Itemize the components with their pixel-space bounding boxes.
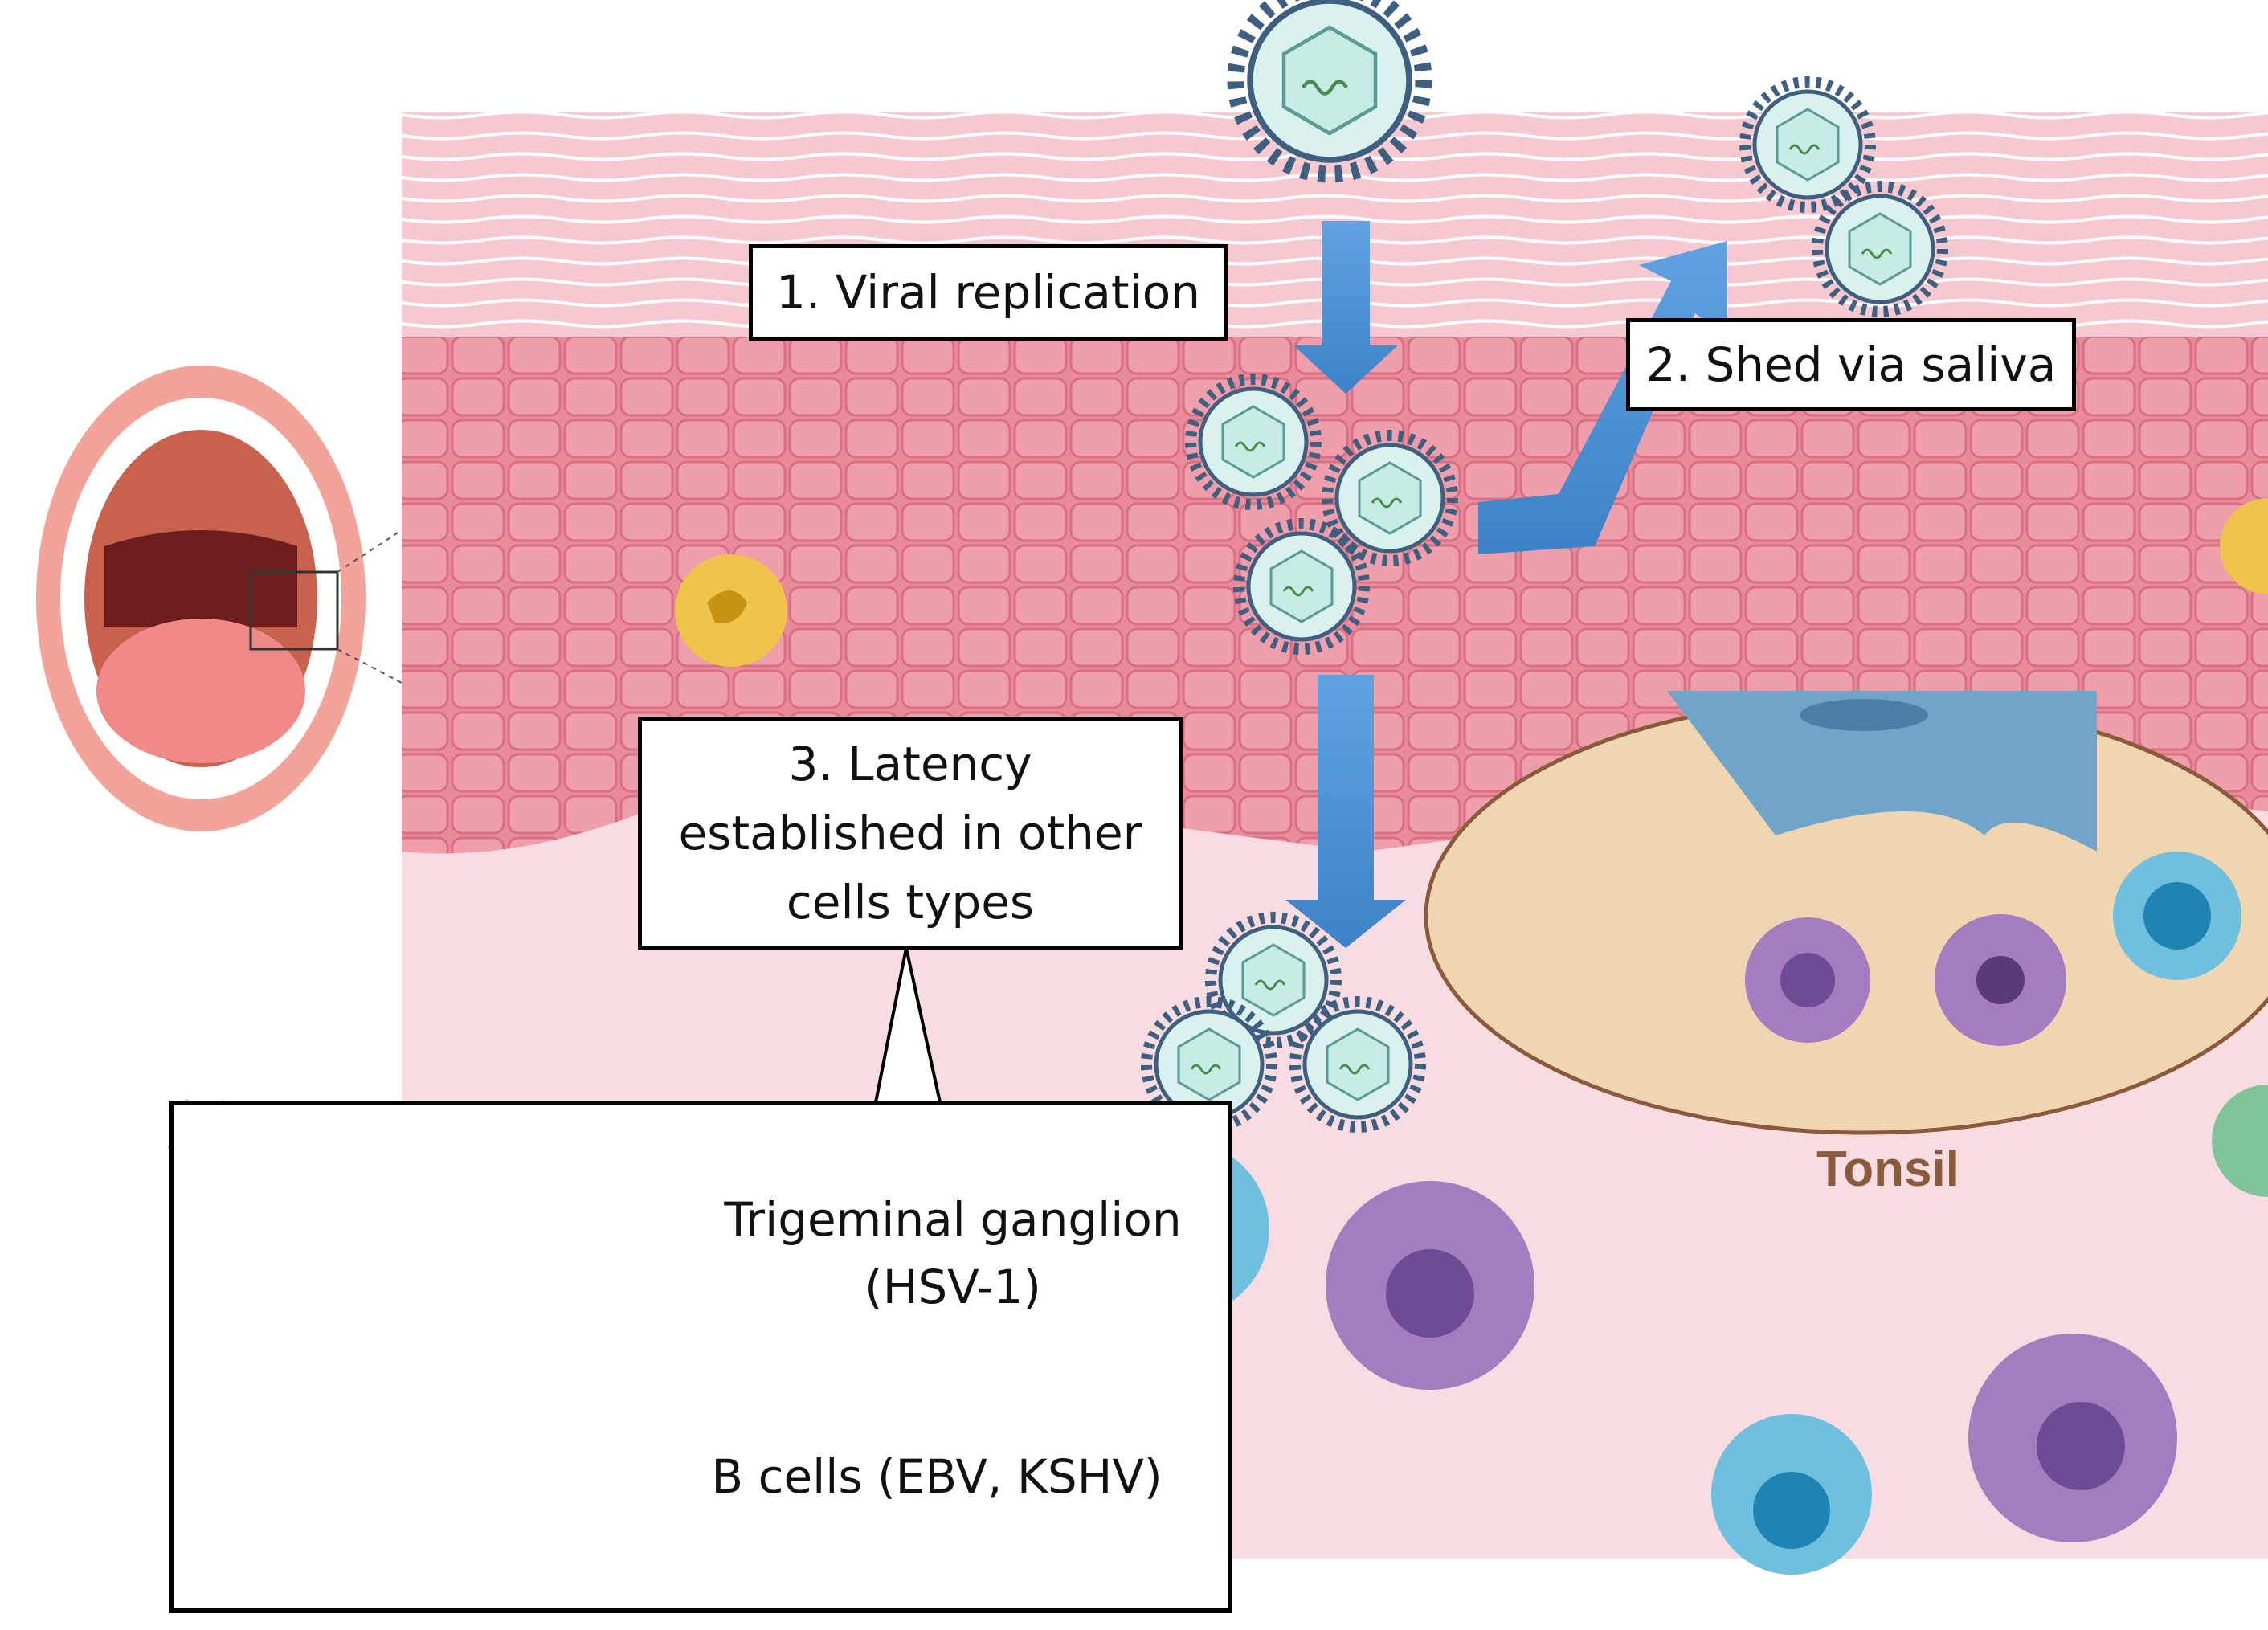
label-latency-line: established in other — [678, 806, 1142, 860]
label-viral-replication: 1. Viral replication — [749, 244, 1228, 341]
legend-b-cells: B cells (EBV, KSHV) — [711, 1449, 1163, 1504]
green-cell — [2212, 1085, 2268, 1197]
arrow-latency-down — [1285, 675, 1406, 948]
legend-trigeminal-line: Trigeminal ganglion — [724, 1192, 1182, 1247]
label-latency-line: cells types — [786, 875, 1035, 929]
arrow-replication-down — [1293, 221, 1398, 394]
tonsil-label: Tonsil — [1816, 1142, 1959, 1197]
label-latency: 3. Latency established in other cells ty… — [638, 717, 1183, 950]
legend-trigeminal-ganglion: Trigeminal ganglion (HSV-1) — [704, 1186, 1202, 1321]
open-mouth-illustration — [36, 366, 403, 831]
langerhans-cell-right — [2220, 498, 2268, 594]
label-shed-via-saliva: 2. Shed via saliva — [1626, 318, 2076, 411]
tissue-cells — [675, 498, 2268, 1575]
label-viral-replication-text: 1. Viral replication — [775, 265, 1201, 320]
legend-trigeminal-line: (HSV-1) — [864, 1260, 1041, 1314]
latency-cell-types-legend: Trigeminal ganglion (HSV-1) B cells (EBV… — [169, 1101, 1232, 1613]
label-latency-line: 3. Latency — [788, 737, 1032, 791]
tonsil — [1424, 691, 2268, 1135]
virus-particle — [1745, 82, 1870, 207]
label-shed-via-saliva-text: 2. Shed via saliva — [1645, 337, 2057, 392]
zoom-region-box — [249, 570, 339, 651]
